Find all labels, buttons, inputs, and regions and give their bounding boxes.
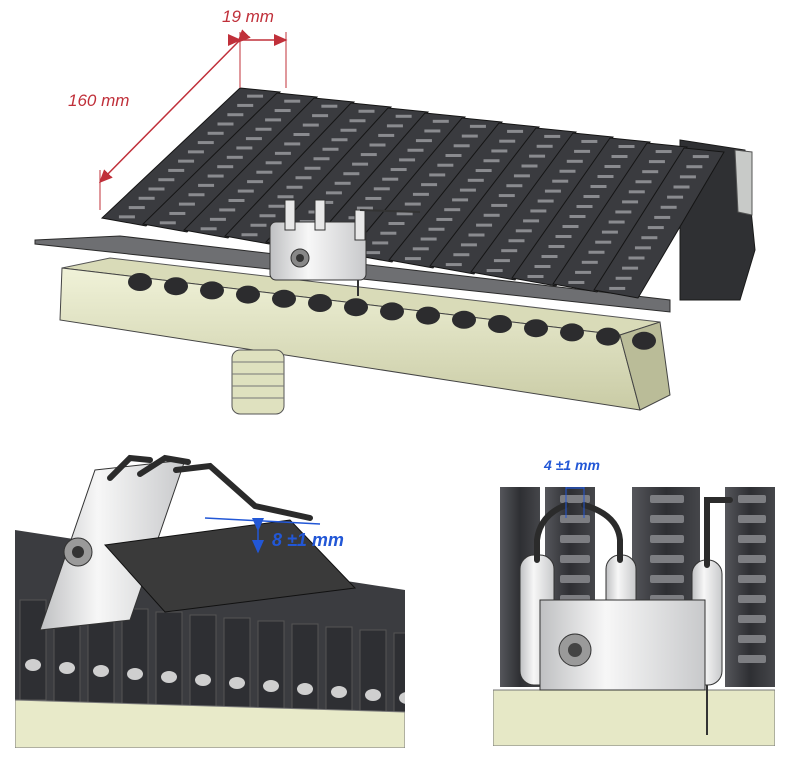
bar-slot [738,555,766,563]
bar-slot [738,575,766,583]
bar-slot [650,495,684,503]
bar-slot [650,515,684,523]
electrode-rods [107,454,313,521]
burner-bar [552,142,688,293]
bar-slot [650,535,684,543]
bar-slot [738,655,766,663]
electrode-wires-right [534,497,733,568]
burner-bar [182,97,356,239]
electrode-holder [519,554,723,691]
injector-hole [331,686,347,698]
bar-slot [650,575,684,583]
burner-bar [388,122,540,269]
injector-hole [344,298,368,317]
injector-hole [488,315,512,333]
injector-hole [524,319,548,338]
bar-slot [738,535,766,543]
injector-hole [59,662,75,674]
injector-hole [365,689,381,701]
injector-hole [263,680,279,692]
injector-hole [236,285,260,304]
injector-hole [416,306,440,325]
injector-hole [93,665,109,677]
ignition-electrode-block [269,199,421,296]
dim-spacing-label: 4 ±1 mm [543,457,600,473]
burner-bars [100,87,725,299]
manifold-end [619,321,671,411]
bar-slot [560,555,590,563]
injector-hole [297,683,313,695]
burner-bar [593,147,725,299]
injector-hole [399,692,405,704]
injector-hole [380,302,404,321]
gas-inlet [231,349,285,415]
burner-bar [470,132,614,281]
burner-bar [429,127,577,275]
burner-plate [103,519,357,613]
bar-slot [560,535,590,543]
bar-slot [560,515,590,523]
bar-slot [560,575,590,583]
detail-view-electrode-spacing [493,487,775,746]
injector-row [128,273,656,350]
injector-hole [560,323,584,342]
injector-hole [596,327,620,346]
burner-tooth [189,614,217,716]
dim-length-label: 160 mm [68,91,129,110]
bar-slot [560,495,590,503]
dim-gap-label: 8 ±1 mm [272,530,344,550]
injector-hole [308,294,332,312]
burner-bar [511,137,651,287]
injector-hole [195,674,211,686]
dim-width-label: 19 mm [222,7,274,26]
detail-view-electrode-gap: 8 ±1 mm [15,450,405,748]
injector-hole [164,277,188,296]
dim-length-line [98,29,251,184]
burner-tooth [121,608,149,710]
bar-slot [738,615,766,623]
right-bracket [734,149,753,216]
main-burner-view: 19 mm 160 mm [34,7,756,415]
burner-bar [347,117,503,263]
burner-tooth [19,599,47,701]
bar-slot [738,635,766,643]
injector-hole [632,331,656,350]
bar-slot [738,595,766,603]
injector-hole [127,668,143,680]
bar-slot [738,515,766,523]
injector-hole [128,273,152,291]
injector-hole [25,659,41,671]
burner-tooth [393,632,405,734]
burner-tooth [257,620,285,722]
burner-bar [224,102,393,245]
injector-hole [272,289,296,308]
burner-tooth [155,611,183,713]
injector-hole [229,677,245,689]
bar-slot [738,495,766,503]
burner-tooth [223,617,251,719]
injector-hole [452,310,476,329]
injector-hole [200,281,224,300]
injector-hole [161,671,177,683]
burner-tooth [291,623,319,725]
bar-slot [650,555,684,563]
